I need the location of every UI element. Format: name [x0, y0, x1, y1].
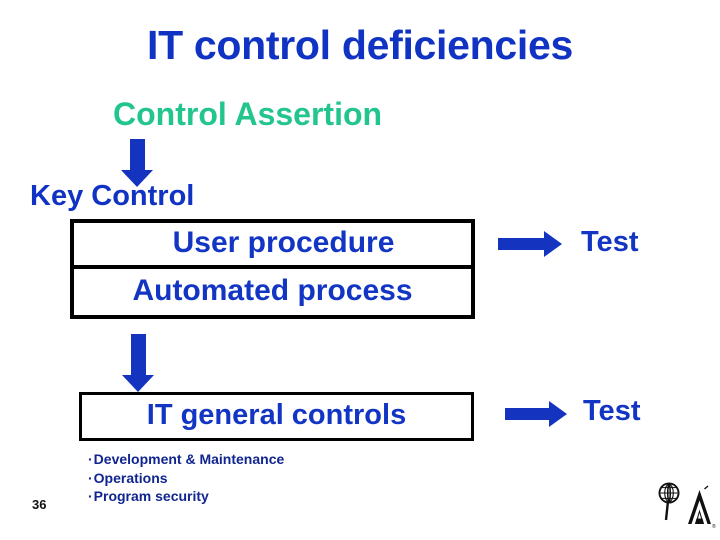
bullet-dot-icon: · [88, 488, 93, 504]
arrow-shaft [498, 238, 546, 250]
it-general-controls-label: IT general controls [146, 399, 407, 431]
list-item: ·Development & Maintenance [88, 450, 284, 469]
key-control-label: Key Control [30, 180, 195, 212]
logo-registered-mark: ® [712, 523, 716, 530]
arrow-head [544, 231, 562, 257]
test-label-key-control: Test [581, 226, 639, 258]
logo-tick [704, 485, 709, 490]
list-item-label: Development & Maintenance [93, 451, 285, 467]
key-control-box-stack: User procedure Automated process [70, 219, 475, 319]
list-item: ·Program security [88, 487, 284, 506]
igc-bullet-list: ·Development & Maintenance ·Operations ·… [88, 450, 284, 506]
key-control-row-label: User procedure [172, 226, 395, 259]
globe-icon [658, 482, 680, 521]
arrow-head [122, 375, 154, 392]
arrow-right-icon [505, 401, 567, 427]
arrow-shaft [131, 334, 146, 376]
list-item-label: Program security [93, 488, 209, 504]
page-number: 36 [32, 497, 47, 512]
arrow-right-icon [498, 231, 562, 257]
list-item: ·Operations [88, 469, 284, 488]
bullet-dot-icon: · [88, 451, 93, 467]
key-control-row-user-procedure: User procedure [74, 223, 471, 269]
arrow-down-icon [119, 334, 157, 392]
arrow-head [121, 170, 153, 187]
bullet-dot-icon: · [88, 469, 93, 486]
arrow-shaft [505, 408, 551, 420]
page-title: IT control deficiencies [147, 22, 573, 68]
letter-a-mark [688, 490, 711, 524]
arrow-shaft [130, 139, 145, 171]
key-control-row-label: Automated process [132, 274, 413, 307]
it-general-controls-box: IT general controls [79, 392, 474, 441]
arrow-head [549, 401, 567, 427]
control-assertion-label: Control Assertion [113, 96, 383, 132]
iia-logo: ® [655, 480, 717, 530]
test-label-it-general-controls: Test [583, 395, 641, 427]
list-item-label: Operations [93, 469, 168, 486]
arrow-down-icon [118, 139, 156, 187]
key-control-row-automated-process: Automated process [74, 269, 471, 315]
